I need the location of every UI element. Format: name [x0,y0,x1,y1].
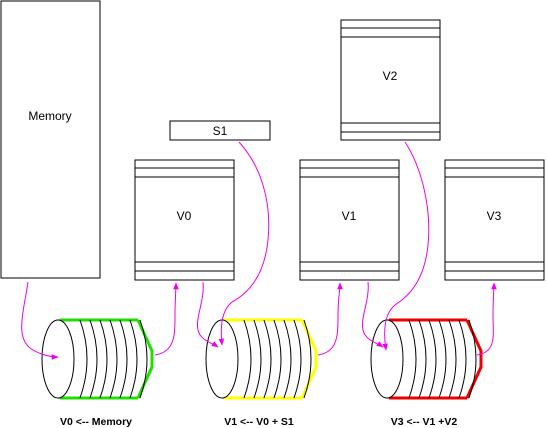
memory-block: Memory [0,0,101,279]
pipeline-stage [79,319,88,399]
pipeline-stage [129,319,138,399]
s1-label: S1 [213,124,228,138]
pipeline-stage [89,319,98,399]
v2-register: V2 [340,19,441,141]
pipeline-stage [428,319,437,399]
pipeline-stage [303,319,312,399]
pipeline-stage [408,319,417,399]
pipeline-stage [458,319,467,399]
pipeline-stage [109,319,118,399]
arrow-v2-to-pipe [382,141,430,351]
pipeline-stage [438,319,447,399]
arrow-s1-to-pipe [218,141,270,346]
v0-register: V0 [134,159,235,281]
add-pipeline [205,318,318,400]
pipeline-stage [418,319,427,399]
arrow-pipe-to-v1 [317,282,343,356]
v3-label: V3 [487,209,502,223]
v1-label: V1 [342,209,357,223]
pipeline-stage [448,319,457,399]
pipeline-stage [253,319,262,399]
pipeline-stage [119,319,128,399]
pipeline-stage [243,319,252,399]
memory-label: Memory [28,109,71,123]
load-pipeline [41,318,154,400]
v0-label: V0 [177,209,192,223]
pipeline-stage [139,319,148,399]
pipeline-caption-add-1: V1 <-- V0 + S1 [224,416,294,428]
pipeline-stage [273,319,282,399]
flow-arrows [21,141,497,360]
pipeline-stage [99,319,108,399]
pipeline-stage [263,319,272,399]
pipeline-caption-add-2: V3 <-- V1 +V2 [391,416,458,428]
v2-label: V2 [383,69,398,83]
s1-register: S1 [169,120,271,141]
arrow-v0-to-pipe [196,281,219,348]
v1-register: V1 [299,159,400,281]
pipeline-stage [283,319,292,399]
pipeline-input-face [205,319,239,399]
v3-register: V3 [444,159,545,281]
pipeline-stage [468,319,477,399]
arrow-pipe-to-v3 [476,282,497,356]
arrow-memory-to-pipe [21,281,59,360]
pipeline-input-face [41,319,75,399]
add-pipeline [370,318,483,400]
arrow-pipe-to-v0 [154,282,179,356]
pipeline-stage [293,319,302,399]
pipeline-caption-load: V0 <-- Memory [60,416,132,428]
pipeline-input-face [370,319,404,399]
arrow-v1-to-pipe [361,281,384,348]
